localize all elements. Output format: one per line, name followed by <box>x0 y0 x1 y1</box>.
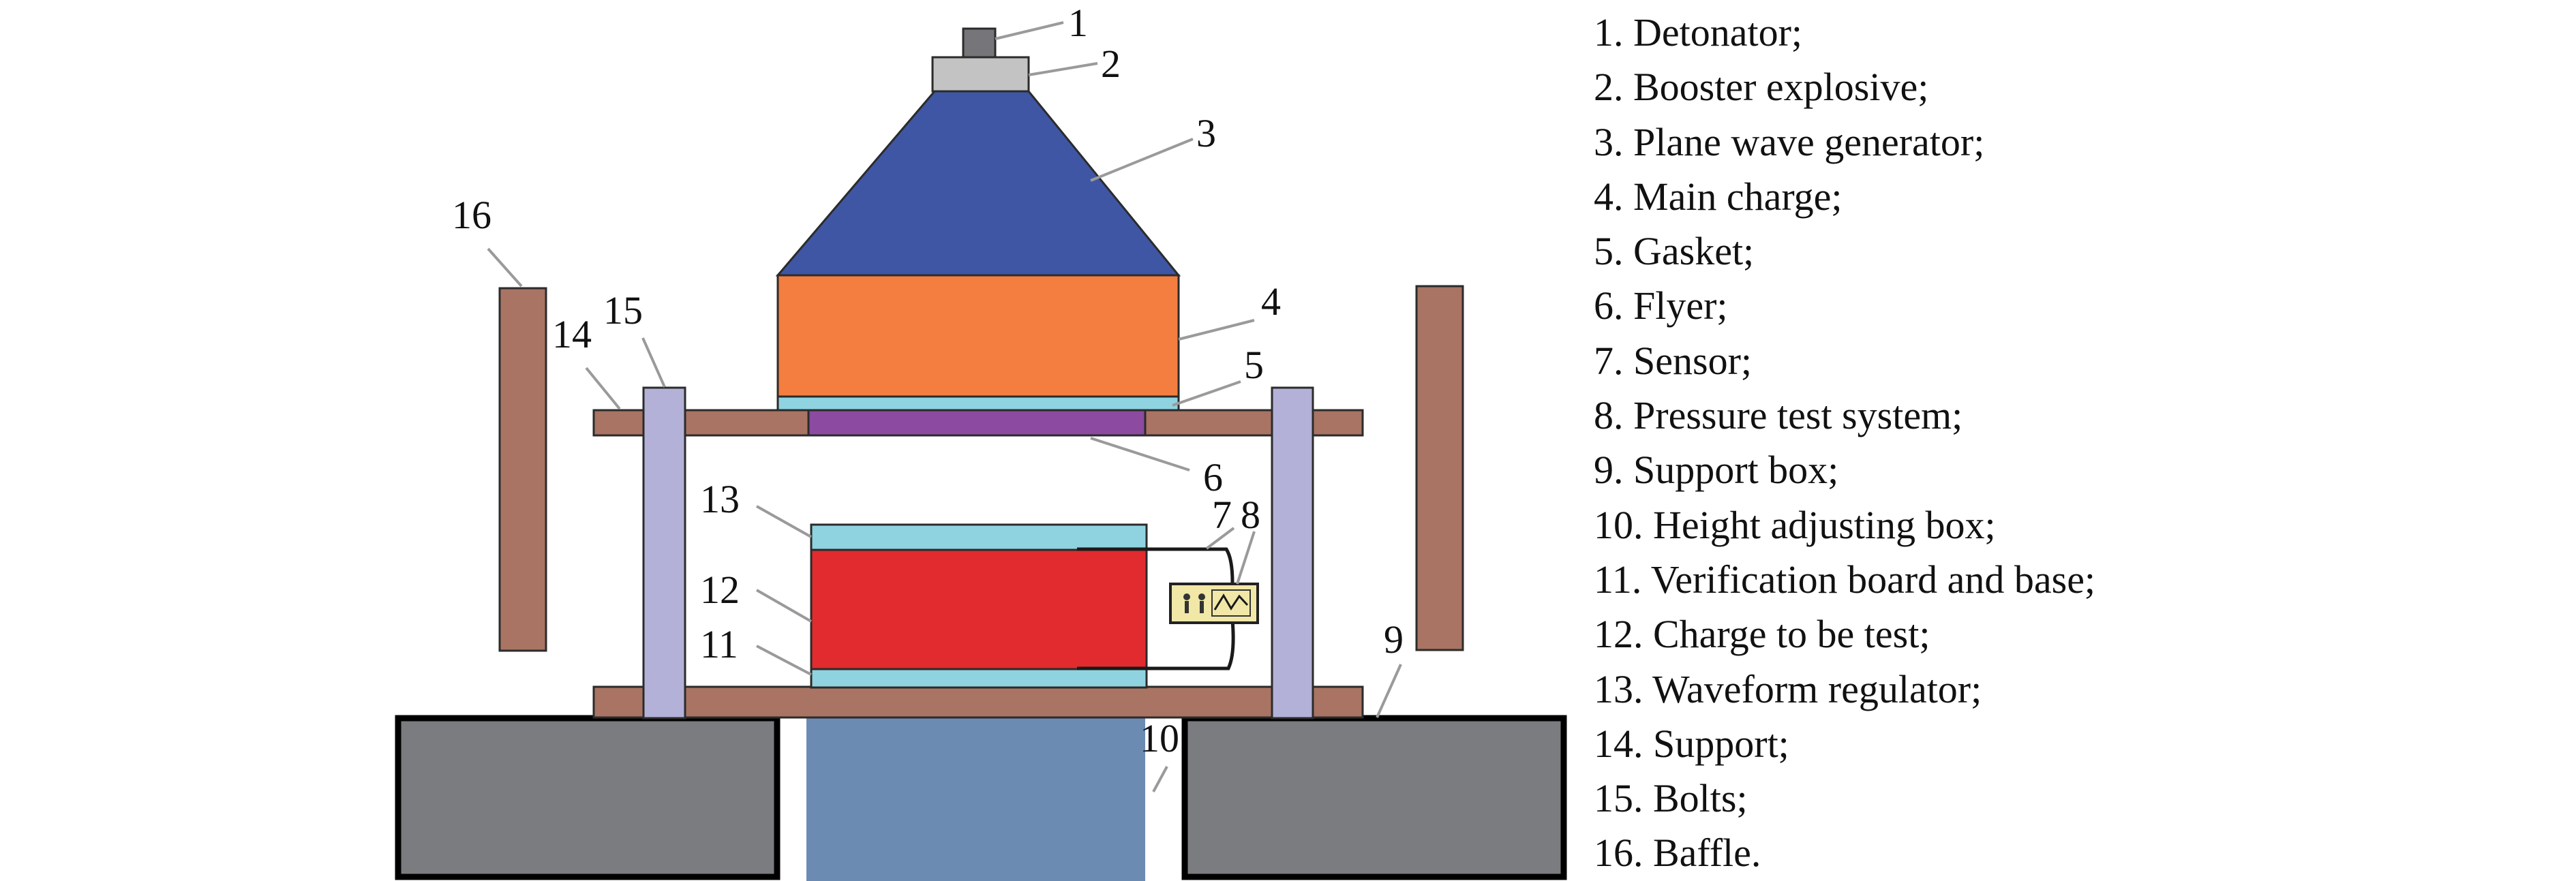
callout-13: 13 <box>700 477 740 521</box>
callout-8: 8 <box>1241 493 1260 537</box>
callout-2: 2 <box>1101 42 1121 86</box>
legend-item: 13. Waveform regulator; <box>1594 666 1982 711</box>
legend-item: 5. Gasket; <box>1594 229 1755 274</box>
legend-item: 11. Verification board and base; <box>1594 557 2096 602</box>
legend-item: 2. Booster explosive; <box>1594 65 1929 110</box>
legend-list: 1. Detonator; 2. Booster explosive; 3. Pla… <box>1594 5 2095 881</box>
callout-10: 10 <box>1140 716 1179 760</box>
callout-numbers: 1 2 3 4 5 6 7 8 9 10 11 12 13 14 15 16 <box>452 1 1404 760</box>
bolt-right <box>1271 386 1314 720</box>
sensor-wire-top <box>1077 547 1234 583</box>
legend-item: 14. Support; <box>1594 721 1789 766</box>
callout-5: 5 <box>1244 343 1264 387</box>
legend-item: 9. Support box; <box>1594 448 1839 493</box>
callout-11: 11 <box>700 622 738 666</box>
legend-item: 10. Height adjusting box; <box>1594 502 1996 547</box>
legend-item: 15. Bolts; <box>1594 776 1748 821</box>
legend-item: 1. Detonator; <box>1594 10 1803 55</box>
lower-support-plate <box>592 685 1364 719</box>
callout-1: 1 <box>1068 1 1088 45</box>
callout-6: 6 <box>1203 455 1223 499</box>
legend-item: 12. Charge to be test; <box>1594 612 1930 657</box>
main-charge <box>776 274 1180 398</box>
baffle-right <box>1415 285 1464 651</box>
callout-4: 4 <box>1261 279 1281 324</box>
legend-item: 16. Baffle. <box>1594 831 1761 876</box>
callout-7: 7 <box>1212 493 1232 537</box>
gasket <box>776 395 1180 412</box>
legend-item: 7. Sensor; <box>1594 338 1752 383</box>
waveform-regulator <box>810 523 1148 551</box>
booster-explosive <box>931 56 1030 93</box>
height-adjusting-box <box>806 710 1145 881</box>
callout-9: 9 <box>1384 617 1404 662</box>
baffle-left <box>498 287 547 652</box>
callout-16: 16 <box>452 193 491 237</box>
legend-item: 6. Flyer; <box>1594 283 1728 328</box>
leader-lines <box>487 21 1402 792</box>
flyer <box>807 409 1147 437</box>
callout-12: 12 <box>700 568 740 612</box>
legend-item: 4. Main charge; <box>1594 174 1843 219</box>
legend-item: 3. Plane wave generator; <box>1594 119 1985 164</box>
plane-wave-generator <box>775 90 1181 277</box>
support-box-right <box>1181 715 1567 880</box>
support-box-left <box>395 715 781 880</box>
verification-board <box>810 668 1148 689</box>
callout-3: 3 <box>1196 111 1216 155</box>
sensor-wire-bottom <box>1077 619 1235 670</box>
bolt-left <box>642 386 686 720</box>
charge-to-be-test <box>810 548 1148 670</box>
pressure-test-system <box>1169 583 1259 624</box>
legend-item: 8. Pressure test system; <box>1594 393 1963 438</box>
detonator <box>962 27 997 59</box>
callout-14: 14 <box>552 312 592 356</box>
callout-15: 15 <box>603 288 643 333</box>
